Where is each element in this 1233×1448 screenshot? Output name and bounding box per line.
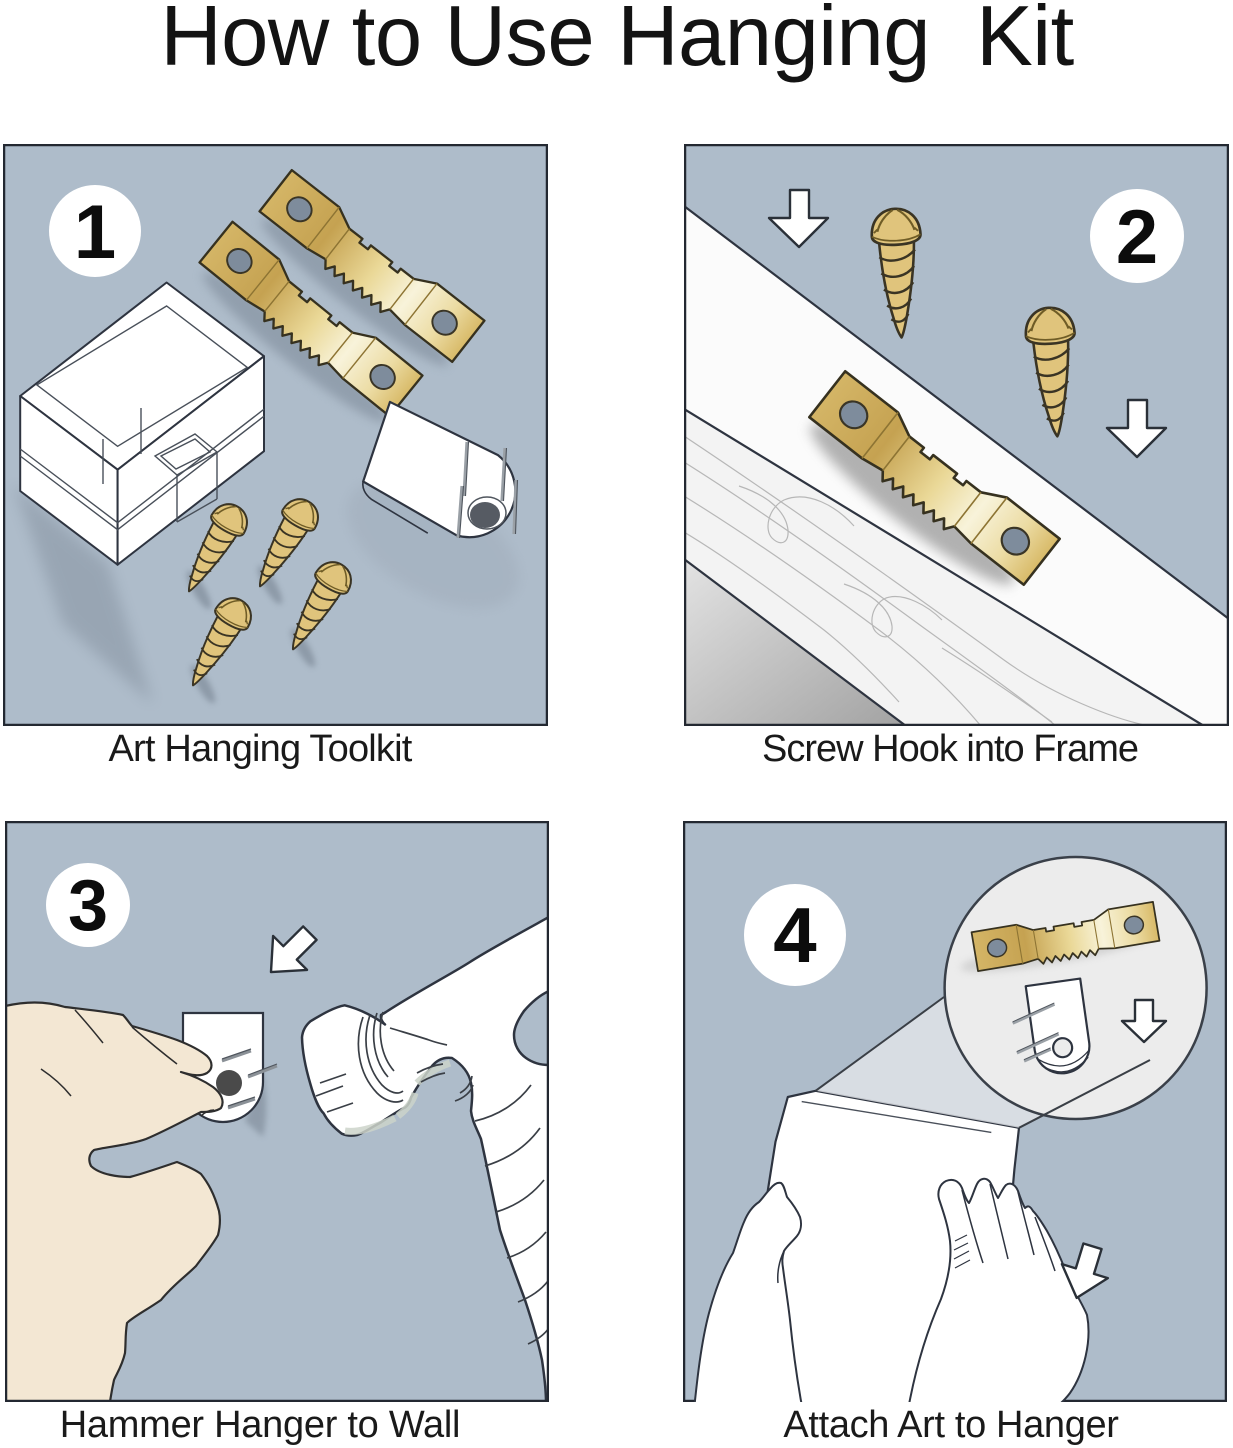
svg-text:4: 4 [773,891,816,979]
svg-text:1: 1 [74,190,116,275]
svg-text:3: 3 [68,866,108,946]
svg-text:2: 2 [1116,195,1158,280]
